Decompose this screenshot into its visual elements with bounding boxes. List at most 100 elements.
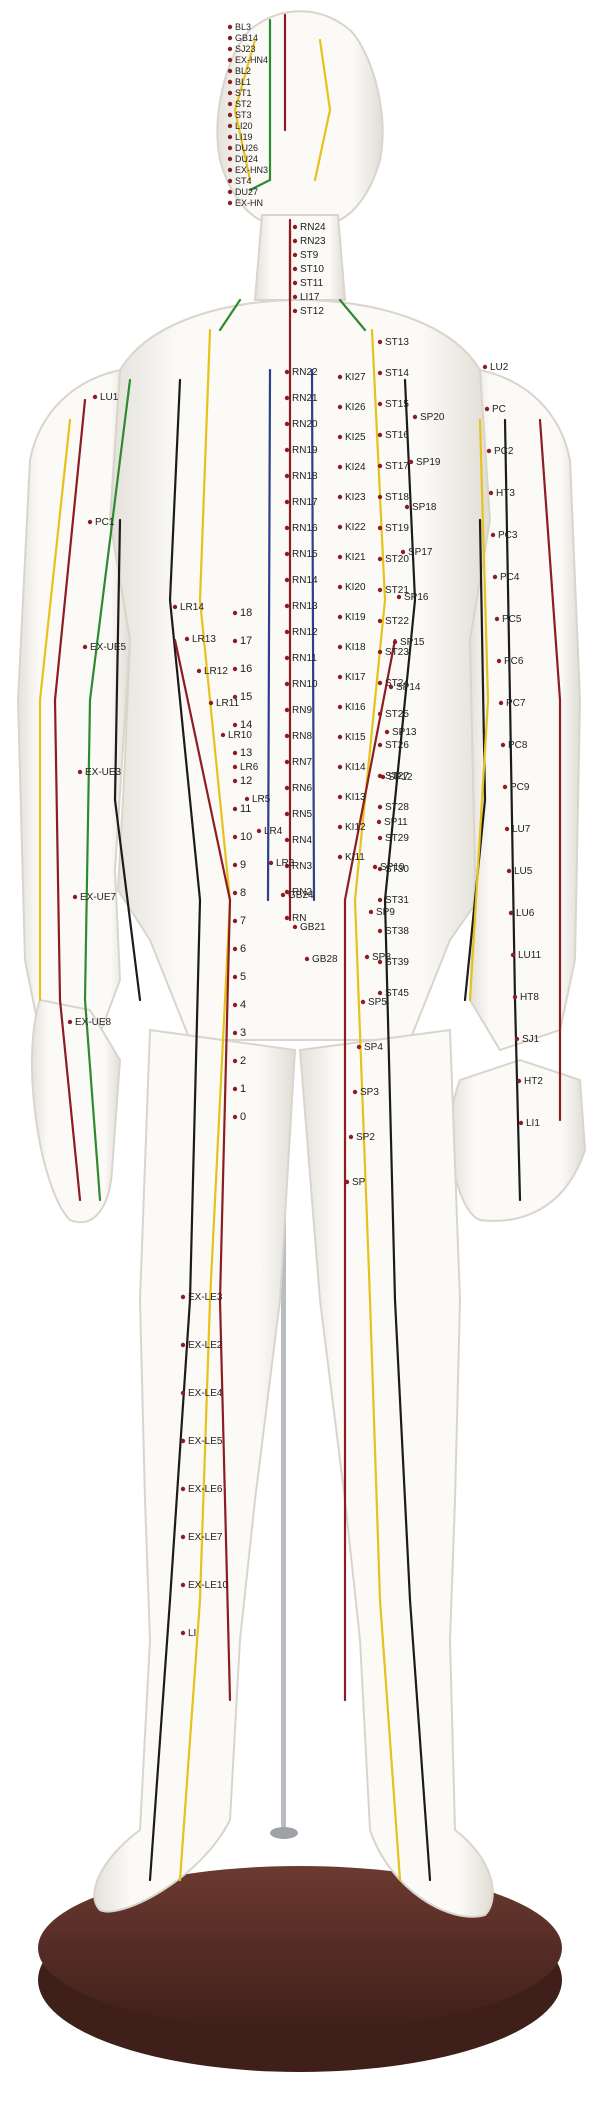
- acupoint-dot: [232, 778, 238, 784]
- right-leg-shape: [298, 1028, 494, 1918]
- stomach-meridian-line-left: [178, 328, 232, 1882]
- acupoint-dot: [392, 639, 398, 645]
- acupoint-dot: [292, 924, 298, 930]
- acupoint-label-head: SJ23: [235, 44, 256, 54]
- stomach-meridian-line-right: [353, 328, 402, 1882]
- acupoint-label-ren-channel: RN20: [292, 419, 318, 430]
- liver-meridian-line-left: [173, 638, 232, 1702]
- gb-meridian-line-left: [113, 518, 142, 1002]
- acupoint-label-head: ST3: [235, 110, 252, 120]
- acupoint-label-head: ST4: [235, 176, 252, 186]
- acupoint-dot: [377, 866, 383, 872]
- acupoint-label-stomach-channel: ST38: [385, 926, 409, 937]
- acupoint-label-stomach-channel: ST28: [385, 802, 409, 813]
- acupoint-label-spleen-channel: SP13: [392, 727, 417, 738]
- acupoint-dot: [92, 394, 98, 400]
- acupoint-label-spleen-channel: SP12: [388, 772, 413, 783]
- li-meridian-line-left: [83, 378, 132, 1202]
- acupoint-dot: [377, 370, 383, 376]
- acupoint-dot: [337, 494, 343, 500]
- acupoint-label-spleen-channel: SP19: [416, 457, 441, 468]
- head-meridian-line-green: [248, 18, 272, 192]
- ht-meridian-line-right: [468, 418, 490, 1002]
- acupoint-label-kidney-channel: KI11: [345, 852, 365, 863]
- acupoint-label-stomach-channel: ST30: [385, 864, 409, 875]
- acupoint-label-spleen-channel: SP8: [372, 952, 391, 963]
- acupoint-dot: [337, 434, 343, 440]
- acupoint-label-arm-right: PC9: [510, 782, 530, 793]
- acupoint-dot: [396, 594, 402, 600]
- acupoint-dot: [508, 910, 514, 916]
- acupoint-dot: [344, 1179, 350, 1185]
- kidney-meridian-line-left: [266, 368, 272, 902]
- acupoint-label-ren-channel: RN4: [292, 835, 312, 846]
- acupoint-dot: [384, 729, 390, 735]
- acupoint-label-spleen-channel: SP3: [360, 1087, 379, 1098]
- acupoint-dot: [380, 774, 386, 780]
- acupoint-dot: [227, 46, 233, 52]
- acupoint-dot: [232, 764, 238, 770]
- acupoint-dot: [227, 57, 233, 63]
- acupoint-label-spleen-channel: SP11: [384, 817, 408, 828]
- acupoint-dot: [372, 864, 378, 870]
- acupoint-dot: [337, 554, 343, 560]
- acupoint-label-kidney-channel: KI16: [345, 702, 366, 713]
- acupoint-label-liver-gb: LR6: [240, 762, 259, 773]
- acupoint-dot: [284, 681, 290, 687]
- acupoint-label-leg: EX-LE6: [188, 1484, 223, 1495]
- acupoint-dot: [404, 504, 410, 510]
- acupoint-label-leg: LI: [188, 1628, 196, 1639]
- acupoint-label-neck: RN23: [300, 236, 326, 247]
- acupoint-label-numbers: 10: [240, 831, 252, 843]
- spleen-meridian-line-right: [383, 378, 432, 1882]
- acupoint-label-ren-channel: RN8: [292, 731, 312, 742]
- acupoint-label-stomach-channel: ST21: [385, 585, 409, 596]
- acupoint-dot: [82, 644, 88, 650]
- acupoint-dot: [518, 1120, 524, 1126]
- acupoint-label-arm-right: PC5: [502, 614, 522, 625]
- acupoint-label-stomach-channel: ST31: [385, 895, 409, 906]
- acupoint-label-stomach-channel: ST29: [385, 833, 409, 844]
- acupoint-dot: [292, 224, 298, 230]
- acupoint-label-arm-right: PC6: [504, 656, 524, 667]
- acupoint-label-head: DU26: [235, 143, 258, 153]
- acupoint-label-arm-right: PC2: [494, 446, 514, 457]
- acupoint-dot: [180, 1486, 186, 1492]
- acupoint-label-stomach-channel: ST13: [385, 337, 409, 348]
- acupoint-dot: [232, 806, 238, 812]
- acupoint-label-kidney-channel: KI13: [345, 792, 366, 803]
- acupoint-label-arm-right: SJ1: [522, 1034, 540, 1045]
- acupoint-dot: [227, 134, 233, 140]
- acupoint-label-arm-right: PC4: [500, 572, 520, 583]
- acupoint-dot: [196, 668, 202, 674]
- acupoint-dot: [377, 339, 383, 345]
- acupoint-dot: [232, 890, 238, 896]
- liver-meridian-line-right: [343, 638, 397, 1702]
- acupoint-dot: [337, 584, 343, 590]
- acupoint-dot: [180, 1630, 186, 1636]
- acupoint-dot: [377, 556, 383, 562]
- acupoint-dot: [232, 834, 238, 840]
- acupoint-label-liver-gb: LR12: [204, 666, 228, 677]
- acupoint-dot: [492, 574, 498, 580]
- acupoint-label-numbers: 6: [240, 943, 246, 955]
- acupoint-label-spleen-channel: SP17: [408, 547, 433, 558]
- head-meridian-line-yellow: [233, 38, 332, 182]
- acupoint-dot: [220, 732, 226, 738]
- acupoint-dot: [284, 629, 290, 635]
- acupoint-dot: [377, 835, 383, 841]
- display-stand: [38, 1070, 562, 2072]
- acupoint-dot: [504, 826, 510, 832]
- acupoint-label-head: BL1: [235, 77, 251, 87]
- head-shape: [216, 10, 384, 223]
- acupoint-label-liver-gb: GB24: [288, 890, 314, 901]
- acupoint-label-head: GB14: [235, 33, 258, 43]
- acupoint-label-numbers: 18: [240, 607, 252, 619]
- acupoint-label-head: LI20: [235, 121, 253, 131]
- acupoint-label-stomach-channel: ST22: [385, 616, 409, 627]
- acupoint-dot: [180, 1294, 186, 1300]
- acupoint-dot: [280, 892, 286, 898]
- acupoint-dot: [232, 750, 238, 756]
- acupoint-label-stomach-channel: ST45: [385, 988, 409, 999]
- acupoint-dot: [284, 421, 290, 427]
